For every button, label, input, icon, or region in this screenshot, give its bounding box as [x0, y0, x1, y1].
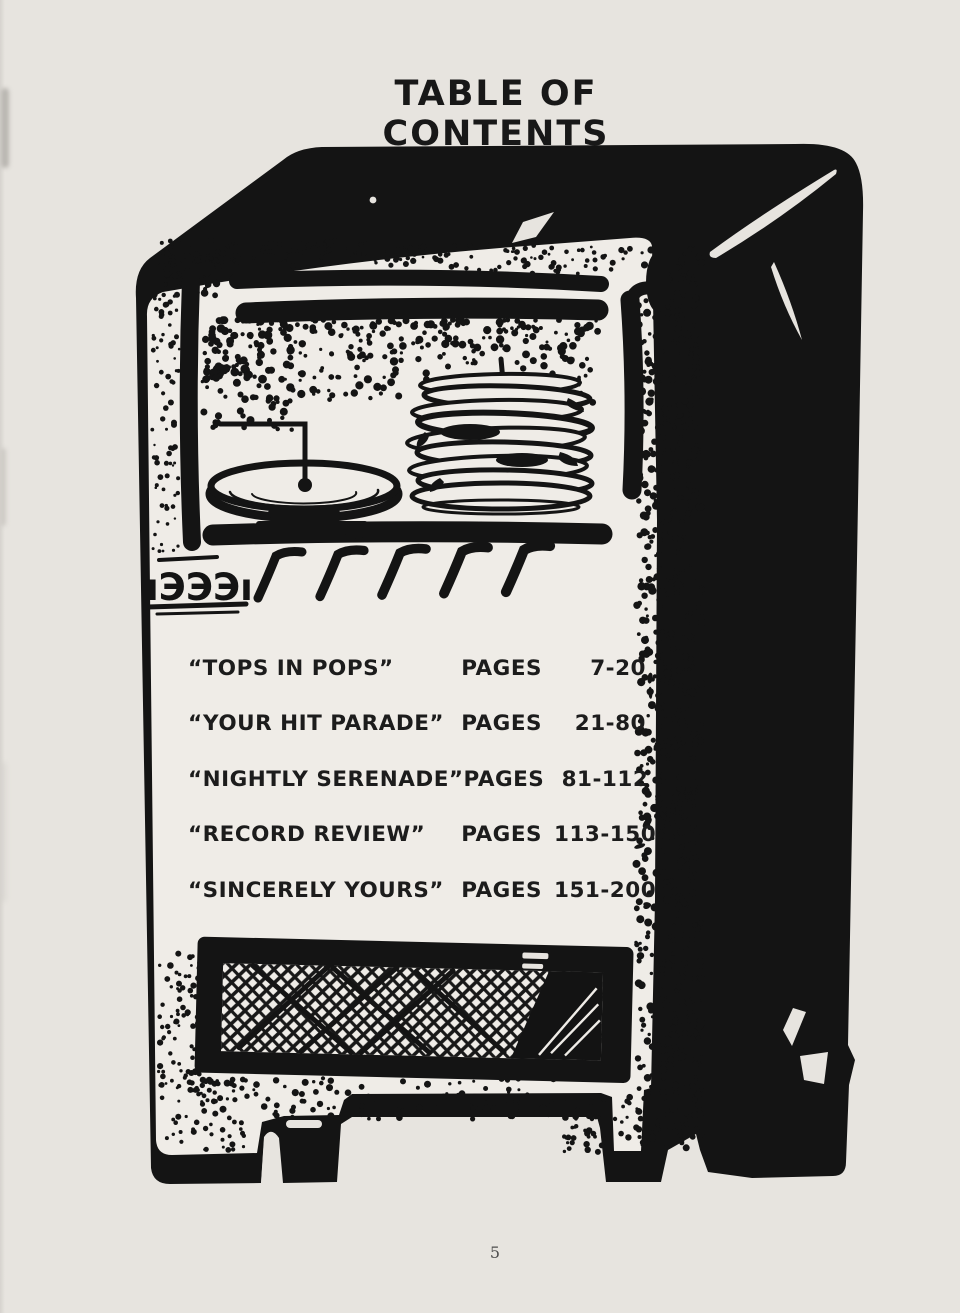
pedestal: [268, 509, 340, 518]
spindle-hub: [298, 478, 312, 492]
page-number: 5: [489, 1243, 501, 1262]
window-corner-blob: [646, 252, 670, 312]
toc-entry-title: “RECORD REVIEW”: [188, 822, 426, 847]
emblem: ıЭЭЭı: [145, 555, 253, 616]
grille-highlight-dash: [522, 952, 549, 960]
foot-highlight: [286, 1120, 322, 1128]
toc-row: “RECORD REVIEW” PAGES 113-150: [188, 822, 657, 847]
window-bar-left: [179, 271, 201, 551]
toc-row: “SINCERELY YOURS” PAGES 151-200: [188, 878, 657, 903]
window-bar-left-hook: [184, 261, 215, 289]
window-bar-top: [229, 269, 609, 292]
toc-row: “NIGHTLY SERENADE” PAGES 81-112: [188, 767, 649, 792]
speaker-grille: [194, 936, 634, 1083]
page-range: 81-112: [561, 767, 649, 792]
stack-shadows: [416, 398, 584, 492]
top-face-slash: [512, 212, 554, 243]
page-range: 151-200: [554, 878, 657, 903]
pages-label: PAGES: [461, 878, 542, 903]
side-slash-long: [709, 169, 837, 258]
side-slash-sliver: [771, 262, 802, 340]
toc-entry-title: “NIGHTLY SERENADE”: [188, 767, 464, 792]
pedestal-shadow: [229, 530, 379, 543]
foot-arch-notch: [261, 1134, 281, 1184]
toc-row: “TOPS IN POPS” PAGES 7-20: [188, 656, 646, 681]
window-bar-right-hook: [624, 281, 653, 308]
page-range: 113-150: [554, 822, 657, 847]
top-face-dot: [369, 196, 377, 204]
slash-marks: [253, 540, 556, 603]
toc-row: “YOUR HIT PARADE” PAGES 21-80: [188, 711, 646, 736]
toc-entry-title: “TOPS IN POPS”: [188, 656, 394, 681]
side-foot-diamond: [783, 1008, 806, 1046]
grille-dark-patch: [510, 971, 604, 1061]
pages-label: PAGES: [463, 767, 545, 792]
side-foot-notch: [800, 1052, 828, 1084]
stipple-shading: [150, 237, 706, 1155]
page-title: TABLE OF CONTENTS: [382, 74, 610, 154]
record-window: [179, 252, 670, 551]
toc-entry-title: “SINCERELY YOURS”: [188, 878, 444, 903]
pages-label: PAGES: [461, 822, 542, 847]
record-stack: [405, 356, 595, 516]
window-bar-right: [620, 290, 644, 500]
tone-arm: [217, 421, 308, 485]
page-range: 7-20: [590, 656, 646, 681]
window-bar-bottom: [202, 521, 613, 546]
window-bar-second: [235, 297, 609, 324]
ink-highlights: [369, 169, 837, 1084]
toc-entry-title: “YOUR HIT PARADE”: [188, 711, 445, 736]
pages-label: PAGES: [461, 656, 542, 681]
pages-label: PAGES: [461, 711, 542, 736]
turntable: [205, 421, 403, 543]
page-range: 21-80: [574, 711, 646, 736]
emblem-glyphs: ıЭЭЭı: [146, 566, 253, 609]
